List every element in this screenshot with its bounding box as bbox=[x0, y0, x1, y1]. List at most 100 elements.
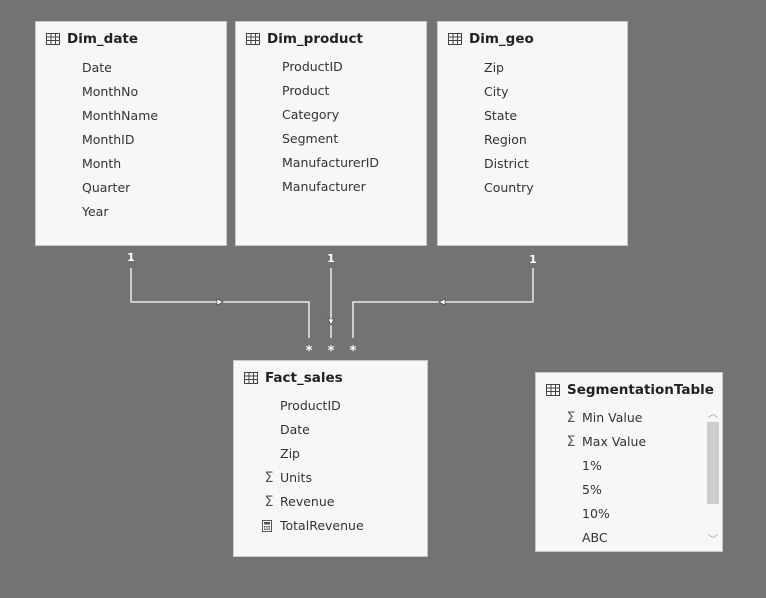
arrow-left-icon bbox=[438, 298, 446, 306]
field-label: Revenue bbox=[280, 494, 335, 509]
table-header[interactable]: Dim_geo bbox=[448, 31, 534, 47]
field-item[interactable]: 10% bbox=[536, 502, 722, 526]
field-item[interactable]: Country bbox=[438, 176, 627, 200]
table-icon bbox=[448, 33, 462, 45]
field-item[interactable]: Σ Units bbox=[234, 466, 427, 490]
field-item[interactable]: MonthName bbox=[36, 104, 226, 128]
cardinality-many-geo: * bbox=[350, 344, 357, 359]
field-item[interactable]: ManufacturerID bbox=[236, 151, 426, 175]
field-label: Region bbox=[484, 132, 527, 147]
table-card-dim-geo[interactable]: Dim_geo Zip City State Region District C… bbox=[437, 21, 628, 246]
field-label: Country bbox=[484, 180, 534, 195]
field-item[interactable]: Date bbox=[36, 56, 226, 80]
table-title: Dim_geo bbox=[469, 31, 534, 47]
sigma-icon: Σ bbox=[264, 470, 274, 486]
field-label: 1% bbox=[582, 458, 602, 473]
field-item[interactable]: 1% bbox=[536, 454, 722, 478]
field-item[interactable]: 5% bbox=[536, 478, 722, 502]
field-item[interactable]: State bbox=[438, 104, 627, 128]
field-label: Segment bbox=[282, 131, 339, 146]
field-label: Units bbox=[280, 470, 312, 485]
field-item[interactable]: Σ Revenue bbox=[234, 490, 427, 514]
field-label: MonthNo bbox=[82, 84, 139, 99]
field-item[interactable]: ProductID bbox=[236, 55, 426, 79]
table-title: Dim_date bbox=[67, 31, 139, 47]
table-icon bbox=[546, 384, 560, 396]
field-label: TotalRevenue bbox=[280, 518, 364, 533]
table-card-fact-sales[interactable]: Fact_sales ProductID Date Zip Σ Units Σ Re… bbox=[233, 360, 428, 557]
cardinality-one-geo: 1 bbox=[529, 253, 537, 266]
field-item[interactable]: Segment bbox=[236, 127, 426, 151]
field-item[interactable]: MonthNo bbox=[36, 80, 226, 104]
cardinality-one-date: 1 bbox=[127, 251, 135, 264]
field-label: ABC bbox=[582, 530, 608, 545]
field-item[interactable]: TotalRevenue bbox=[234, 514, 427, 538]
field-label: Zip bbox=[484, 60, 504, 75]
field-label: Category bbox=[282, 107, 340, 122]
field-item[interactable]: Product bbox=[236, 79, 426, 103]
table-title: Fact_sales bbox=[265, 370, 343, 386]
scroll-down-icon[interactable]: ﹀ bbox=[708, 535, 718, 546]
field-item[interactable]: Month bbox=[36, 152, 226, 176]
field-label: Product bbox=[282, 83, 330, 98]
field-item[interactable]: District bbox=[438, 152, 627, 176]
field-item[interactable]: Manufacturer bbox=[236, 175, 426, 199]
sigma-icon: Σ bbox=[264, 494, 274, 510]
sigma-icon: Σ bbox=[566, 434, 576, 450]
field-label: Zip bbox=[280, 446, 300, 461]
field-item[interactable]: MonthID bbox=[36, 128, 226, 152]
arrow-down-icon bbox=[327, 318, 335, 326]
field-label: District bbox=[484, 156, 529, 171]
field-item[interactable]: Quarter bbox=[36, 176, 226, 200]
field-label: MonthName bbox=[82, 108, 159, 123]
field-item[interactable]: City bbox=[438, 80, 627, 104]
scrollbar-thumb[interactable] bbox=[707, 422, 719, 504]
field-label: Month bbox=[82, 156, 122, 171]
table-card-dim-date[interactable]: Dim_date Date MonthNo MonthName MonthID … bbox=[35, 21, 227, 246]
field-label: Max Value bbox=[582, 434, 647, 449]
field-label: State bbox=[484, 108, 518, 123]
field-label: Quarter bbox=[82, 180, 131, 195]
field-label: Min Value bbox=[582, 410, 643, 425]
field-label: Manufacturer bbox=[282, 179, 366, 194]
field-label: Year bbox=[82, 204, 109, 219]
calculator-icon bbox=[262, 520, 272, 532]
field-label: ManufacturerID bbox=[282, 155, 380, 170]
field-label: 5% bbox=[582, 482, 602, 497]
field-item[interactable]: Category bbox=[236, 103, 426, 127]
field-item[interactable]: Σ Min Value bbox=[536, 406, 722, 430]
field-item[interactable]: Year bbox=[36, 200, 226, 224]
sigma-icon: Σ bbox=[566, 410, 576, 426]
field-item[interactable]: ProductID bbox=[234, 394, 427, 418]
cardinality-one-product: 1 bbox=[327, 252, 335, 265]
field-item[interactable]: Zip bbox=[234, 442, 427, 466]
table-card-dim-product[interactable]: Dim_product ProductID Product Category S… bbox=[235, 21, 427, 246]
table-icon bbox=[246, 33, 260, 45]
vertical-scrollbar[interactable]: ︿ ﹀ bbox=[706, 407, 720, 549]
field-label: Date bbox=[82, 60, 112, 75]
field-item[interactable]: ABC bbox=[536, 526, 722, 550]
field-label: 10% bbox=[582, 506, 610, 521]
table-icon bbox=[244, 372, 258, 384]
table-header[interactable]: SegmentationTable bbox=[546, 382, 714, 398]
table-icon bbox=[46, 33, 60, 45]
table-header[interactable]: Dim_date bbox=[46, 31, 138, 47]
field-item[interactable]: Zip bbox=[438, 56, 627, 80]
field-label: City bbox=[484, 84, 509, 99]
field-item[interactable]: Σ Max Value bbox=[536, 430, 722, 454]
field-label: ProductID bbox=[282, 59, 343, 74]
table-title: Dim_product bbox=[267, 31, 363, 47]
scroll-up-icon[interactable]: ︿ bbox=[708, 409, 718, 420]
field-label: MonthID bbox=[82, 132, 135, 147]
cardinality-many-product: * bbox=[328, 344, 335, 359]
field-item[interactable]: Region bbox=[438, 128, 627, 152]
field-item[interactable]: Date bbox=[234, 418, 427, 442]
table-header[interactable]: Fact_sales bbox=[244, 370, 343, 386]
field-label: Date bbox=[280, 422, 310, 437]
arrow-right-icon bbox=[216, 298, 224, 306]
table-header[interactable]: Dim_product bbox=[246, 31, 363, 47]
field-label: ProductID bbox=[280, 398, 341, 413]
table-title: SegmentationTable bbox=[567, 382, 714, 398]
